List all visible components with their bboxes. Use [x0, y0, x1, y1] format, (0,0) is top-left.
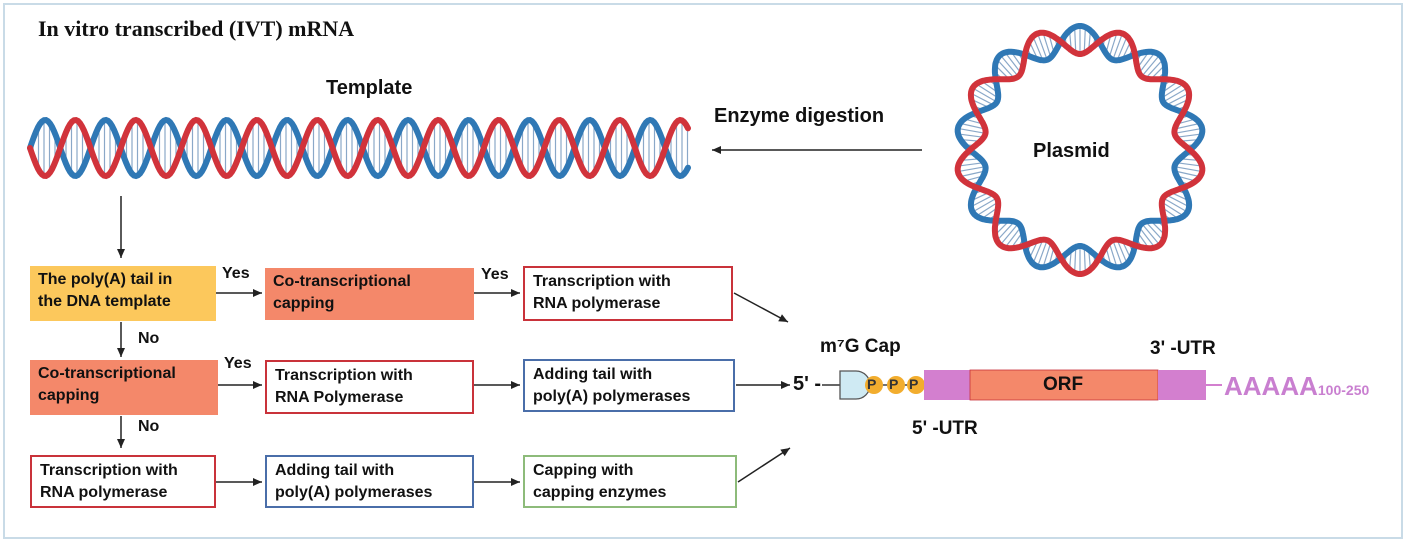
five-prime-label: 5' -	[793, 373, 822, 395]
p-label-3: P	[909, 376, 919, 392]
utr5-block	[924, 370, 970, 400]
phosphate-2	[887, 376, 905, 394]
p-label-2: P	[889, 376, 899, 392]
polyA-tail-label: AAAAA100-250	[1224, 371, 1369, 402]
utr3-block	[1158, 370, 1206, 400]
template-label: Template	[326, 77, 413, 99]
yes-label-1: Yes	[222, 265, 250, 282]
arrow-to-mrna-bot	[737, 447, 791, 483]
plasmid-helix	[954, 23, 1206, 277]
no-label-1: No	[138, 330, 160, 347]
plasmid-label: Plasmid	[1033, 140, 1110, 162]
phosphate-1	[865, 376, 883, 394]
orf-block	[969, 369, 1159, 401]
polyA-count: 100-250	[1317, 382, 1370, 398]
cap-label: m⁷G Cap	[820, 336, 901, 357]
figure-title: In vitro transcribed (IVT) mRNA	[38, 16, 355, 41]
polyA-text: AAAAA	[1224, 371, 1318, 401]
phosphate-3	[907, 376, 925, 394]
dna-template-helix	[27, 116, 691, 180]
yes-label-2: Yes	[481, 266, 509, 283]
utr3-label: 3' -UTR	[1150, 338, 1216, 359]
no-label-2: No	[138, 418, 160, 435]
arrow-to-mrna-top	[733, 292, 789, 323]
figure-frame	[3, 3, 1403, 539]
p-label-1: P	[867, 376, 877, 392]
mrna-construct	[822, 369, 1222, 401]
orf-label: ORF	[1043, 374, 1084, 395]
enzyme-digestion-label: Enzyme digestion	[714, 105, 885, 127]
utr5-label: 5' -UTR	[912, 418, 978, 439]
yes-label-3: Yes	[224, 355, 252, 372]
